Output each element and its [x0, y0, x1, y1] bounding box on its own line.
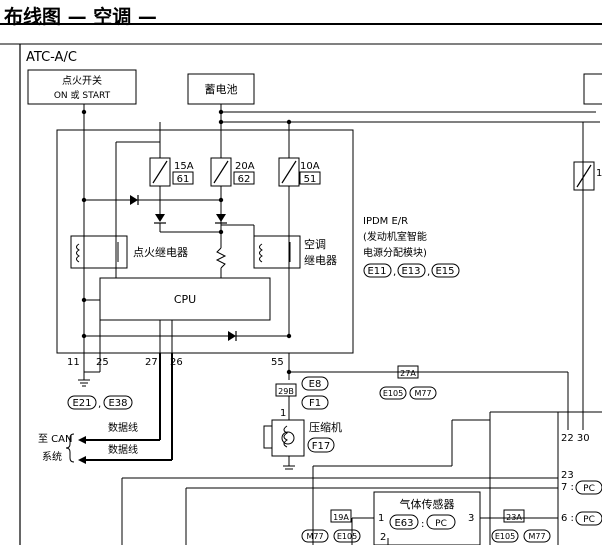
data-line-label-1: 数据线: [108, 421, 138, 434]
cpu-label: CPU: [174, 293, 196, 306]
svg-text:E15: E15: [435, 266, 454, 277]
svg-text:23A: 23A: [506, 513, 522, 522]
svg-text:1: 1: [378, 513, 384, 524]
svg-text:62: 62: [238, 174, 251, 185]
cpu-box: [99, 277, 271, 321]
data-line-label-2: 数据线: [108, 443, 138, 456]
fuse-61: 15A 61: [149, 157, 194, 187]
svg-text:F17: F17: [312, 441, 330, 452]
ignition-switch-label: 点火开关: [62, 74, 102, 87]
svg-text:空调: 空调: [304, 237, 326, 251]
svg-text:E105: E105: [495, 532, 515, 541]
ignition-switch-box: [27, 69, 137, 105]
ignition-switch-state: ON 或 START: [54, 89, 111, 101]
ipdm-connectors: E11 , E13 , E15: [363, 263, 460, 278]
svg-text:PC: PC: [583, 515, 595, 525]
svg-text:气体传感器: 气体传感器: [400, 497, 455, 511]
svg-text:系统: 系统: [42, 450, 62, 463]
svg-text:1: 1: [280, 408, 286, 419]
svg-text:,: ,: [427, 267, 430, 278]
svg-text:29B: 29B: [278, 387, 294, 396]
svg-text:PC: PC: [435, 519, 447, 529]
svg-text:19A: 19A: [333, 513, 349, 522]
svg-text:7 :: 7 :: [561, 482, 574, 493]
svg-text:点火继电器: 点火继电器: [133, 246, 188, 259]
svg-text:55: 55: [271, 357, 284, 368]
svg-text:3: 3: [468, 513, 474, 524]
svg-text:61: 61: [177, 174, 190, 185]
svg-text:F1: F1: [309, 398, 321, 409]
svg-text:26: 26: [170, 357, 183, 368]
svg-text:E105: E105: [383, 389, 403, 398]
svg-text:E13: E13: [401, 266, 420, 277]
svg-text:E11: E11: [367, 266, 386, 277]
svg-text:E105: E105: [337, 532, 357, 541]
svg-text:继电器: 继电器: [304, 254, 337, 267]
ground-connectors: E21 , E38: [67, 395, 133, 410]
svg-text:51: 51: [304, 174, 317, 185]
svg-text:PC: PC: [583, 484, 595, 494]
svg-text::: :: [421, 519, 424, 530]
svg-text:11: 11: [67, 357, 80, 368]
page-title: 布线图 — 空调 —: [4, 6, 157, 28]
svg-text:15A: 15A: [174, 161, 194, 172]
svg-text:E21: E21: [72, 398, 91, 409]
ipdm-label: IPDM E/R: [363, 216, 408, 227]
svg-text:E8: E8: [309, 379, 322, 390]
svg-text:M77: M77: [528, 532, 545, 541]
svg-text:,: ,: [393, 267, 396, 278]
ipdm-box: [56, 129, 354, 354]
ac-relay: 空调 继电器: [253, 235, 337, 269]
svg-text:E63: E63: [394, 518, 413, 529]
svg-text:2: 2: [380, 532, 386, 543]
compressor-connectors: E8 F1: [301, 376, 329, 410]
svg-text:27: 27: [145, 357, 158, 368]
fuse-right: 1: [573, 161, 602, 191]
battery-label: 蓄电池: [205, 83, 238, 96]
section-label: ATC-A/C: [26, 50, 77, 65]
svg-text:23: 23: [561, 470, 574, 481]
svg-text:6 :: 6 :: [561, 513, 574, 524]
svg-text:M77: M77: [306, 532, 323, 541]
svg-text:电源分配模块): 电源分配模块): [363, 246, 427, 259]
svg-text:压缩机: 压缩机: [309, 420, 342, 434]
right-connector-box: [557, 411, 602, 545]
svg-text:27A: 27A: [400, 369, 416, 378]
can-label: 至 CAN: [38, 433, 72, 445]
svg-text:1: 1: [596, 168, 602, 179]
gas-sensor: 气体传感器 E63 : PC 1 3 2: [373, 491, 481, 545]
svg-text:(发动机室智能: (发动机室智能: [363, 230, 427, 243]
svg-text:M77: M77: [414, 389, 431, 398]
fuse-62: 20A 62: [210, 157, 255, 187]
svg-text:20A: 20A: [235, 161, 255, 172]
svg-text:10A: 10A: [300, 161, 320, 172]
ignition-relay: 点火继电器: [70, 235, 188, 269]
svg-text:E38: E38: [108, 398, 127, 409]
compressor: 压缩机 F17: [263, 419, 342, 457]
svg-text:22 30: 22 30: [561, 433, 590, 444]
fuse-51: 10A 51: [278, 157, 321, 187]
svg-text:25: 25: [96, 357, 109, 368]
svg-text:,: ,: [98, 399, 101, 410]
